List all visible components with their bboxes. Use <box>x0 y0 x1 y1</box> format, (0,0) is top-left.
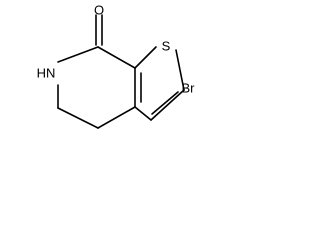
bond-c2-c3-2 <box>151 91 179 115</box>
bond-c7a-c7 <box>97 46 136 69</box>
atom-sulfur-label: S <box>162 39 171 54</box>
bond-s-c2 <box>175 49 185 91</box>
bond-c2-c3-1 <box>150 89 185 121</box>
atom-bromine-label: Br <box>182 81 196 96</box>
chemical-structure-canvas: O S HN Br <box>0 0 200 134</box>
bond-c7a-s <box>134 46 157 69</box>
atom-oxygen-label: O <box>94 3 104 18</box>
bond-c4-c3a <box>97 106 136 129</box>
atom-nh-label: HN <box>37 66 56 81</box>
bond-c5-c4 <box>57 107 99 129</box>
bond-c7-n <box>57 46 99 63</box>
molecule-diagram: O S HN Br <box>37 3 196 129</box>
bond-c3-c3a <box>134 106 152 121</box>
